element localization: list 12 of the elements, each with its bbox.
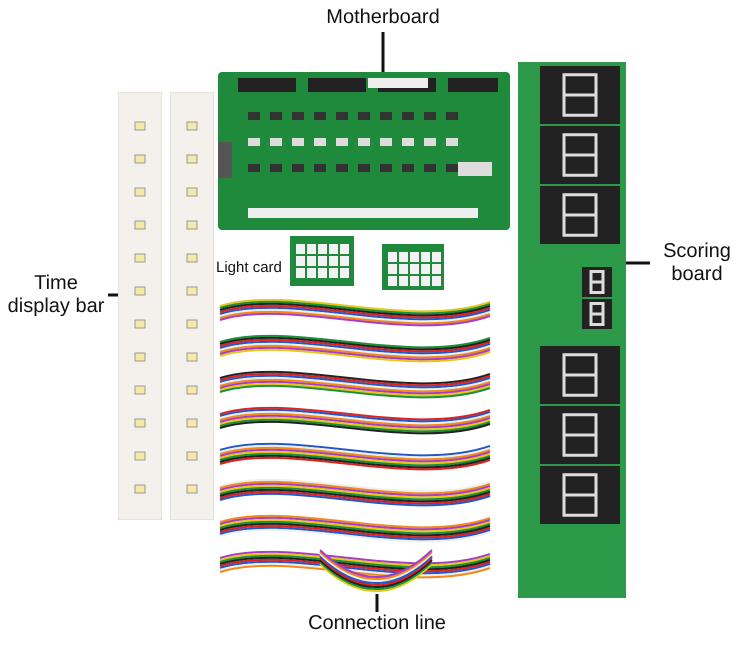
leader-line bbox=[376, 594, 378, 612]
led-bar-drawing bbox=[118, 92, 162, 520]
callout-label: Motherboard bbox=[318, 6, 448, 32]
callout-label: Connection line bbox=[296, 612, 458, 640]
callout-label: Time display bar bbox=[4, 272, 108, 318]
leader-line bbox=[382, 32, 384, 72]
score-board-drawing bbox=[518, 62, 626, 598]
leader-line bbox=[626, 262, 650, 264]
callout-label: Scoring board bbox=[650, 240, 744, 286]
circuit-board-drawing bbox=[218, 72, 510, 230]
part-label: Light card bbox=[216, 259, 282, 276]
leader-line bbox=[108, 294, 118, 296]
